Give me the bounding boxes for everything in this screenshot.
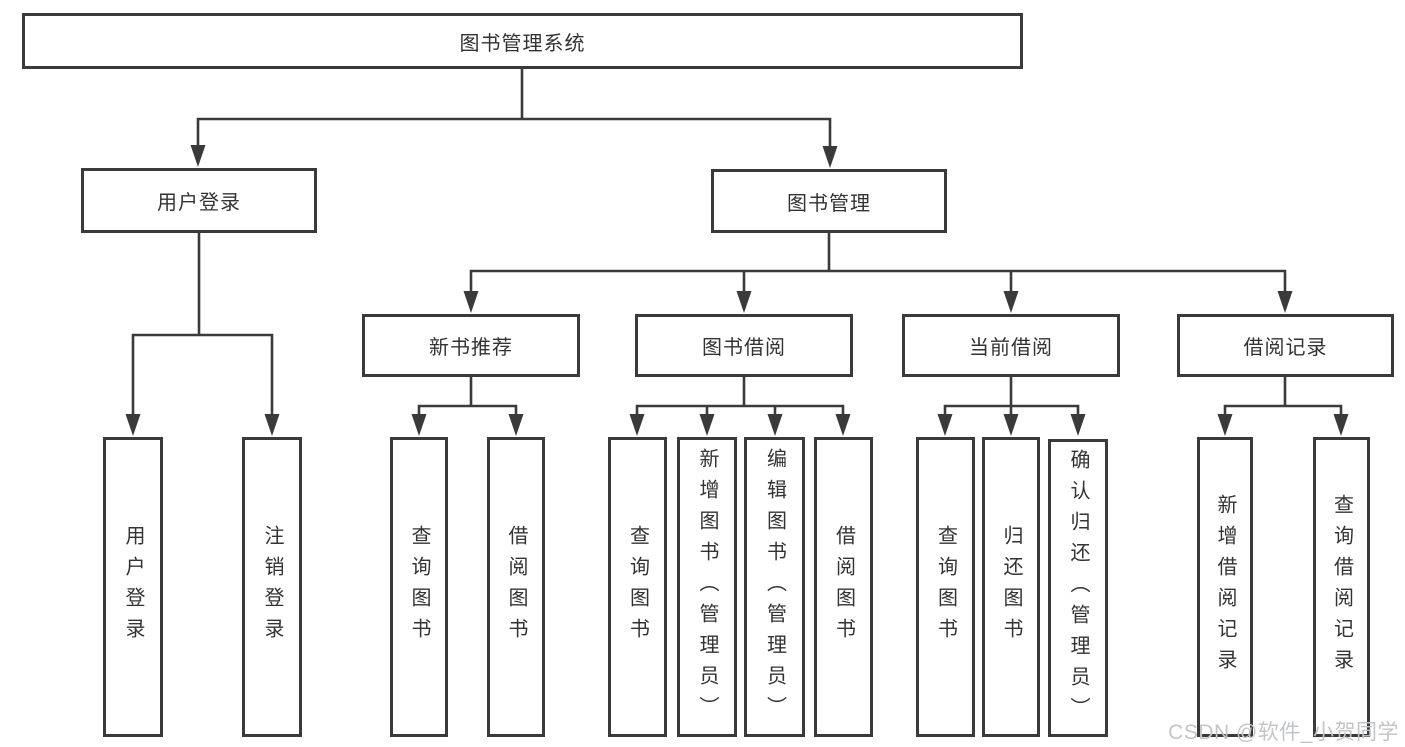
node-label: 借阅图书 (505, 525, 527, 649)
node-label: 注销登录 (261, 525, 283, 649)
node-label: 借阅记录 (1243, 337, 1328, 359)
node-leaf-query-books-3: 查询图书 (916, 437, 975, 737)
node-label: 当前借阅 (969, 337, 1053, 359)
node-label: 编辑图书（管理员） (763, 447, 786, 727)
node-leaf-query-borrow-record: 查询借阅记录 (1313, 437, 1370, 737)
node-leaf-query-books-1: 查询图书 (390, 437, 448, 737)
node-leaf-add-books-admin: 新增图书（管理员） (677, 437, 737, 737)
node-leaf-edit-books-admin: 编辑图书（管理员） (744, 437, 805, 737)
node-label: 新增图书（管理员） (696, 447, 718, 727)
arrowheads (125, 145, 1349, 436)
node-label: 查询借阅记录 (1330, 494, 1353, 680)
node-library-system: 图书管理系统 (22, 13, 1023, 69)
node-label: 图书管理系统 (459, 32, 586, 55)
node-label: 新书推荐 (429, 337, 513, 359)
node-user-login-branch: 用户登录 (81, 168, 317, 233)
node-label: 图书管理 (787, 192, 871, 215)
node-label: 图书借阅 (702, 337, 786, 359)
node-leaf-query-books-2: 查询图书 (608, 437, 667, 737)
watermark: CSDN @软件_小贺同学 (1168, 721, 1399, 744)
node-label: 查询图书 (408, 525, 430, 649)
node-label: 确认归还（管理员） (1067, 448, 1089, 728)
node-leaf-borrow-books-1: 借阅图书 (487, 437, 545, 737)
node-leaf-logout: 注销登录 (242, 437, 302, 737)
node-label: 用户登录 (122, 525, 144, 649)
node-new-book-recommend: 新书推荐 (362, 314, 580, 377)
node-label: 借阅图书 (832, 525, 855, 649)
node-book-management-branch: 图书管理 (711, 169, 947, 233)
node-leaf-return-books: 归还图书 (982, 437, 1040, 737)
node-current-borrow: 当前借阅 (902, 314, 1120, 377)
node-leaf-borrow-books-2: 借阅图书 (814, 437, 873, 737)
node-label: 用户登录 (157, 192, 241, 214)
node-borrow-records: 借阅记录 (1177, 314, 1394, 377)
node-label: 查询图书 (626, 525, 649, 649)
node-book-borrow: 图书借阅 (635, 314, 853, 377)
node-leaf-user-login: 用户登录 (103, 437, 163, 737)
node-label: 新增借阅记录 (1214, 494, 1236, 680)
node-leaf-confirm-return-admin: 确认归还（管理员） (1048, 439, 1108, 737)
node-label: 归还图书 (1000, 525, 1022, 649)
node-label: 查询图书 (934, 525, 957, 649)
node-leaf-add-borrow-record: 新增借阅记录 (1197, 437, 1253, 737)
